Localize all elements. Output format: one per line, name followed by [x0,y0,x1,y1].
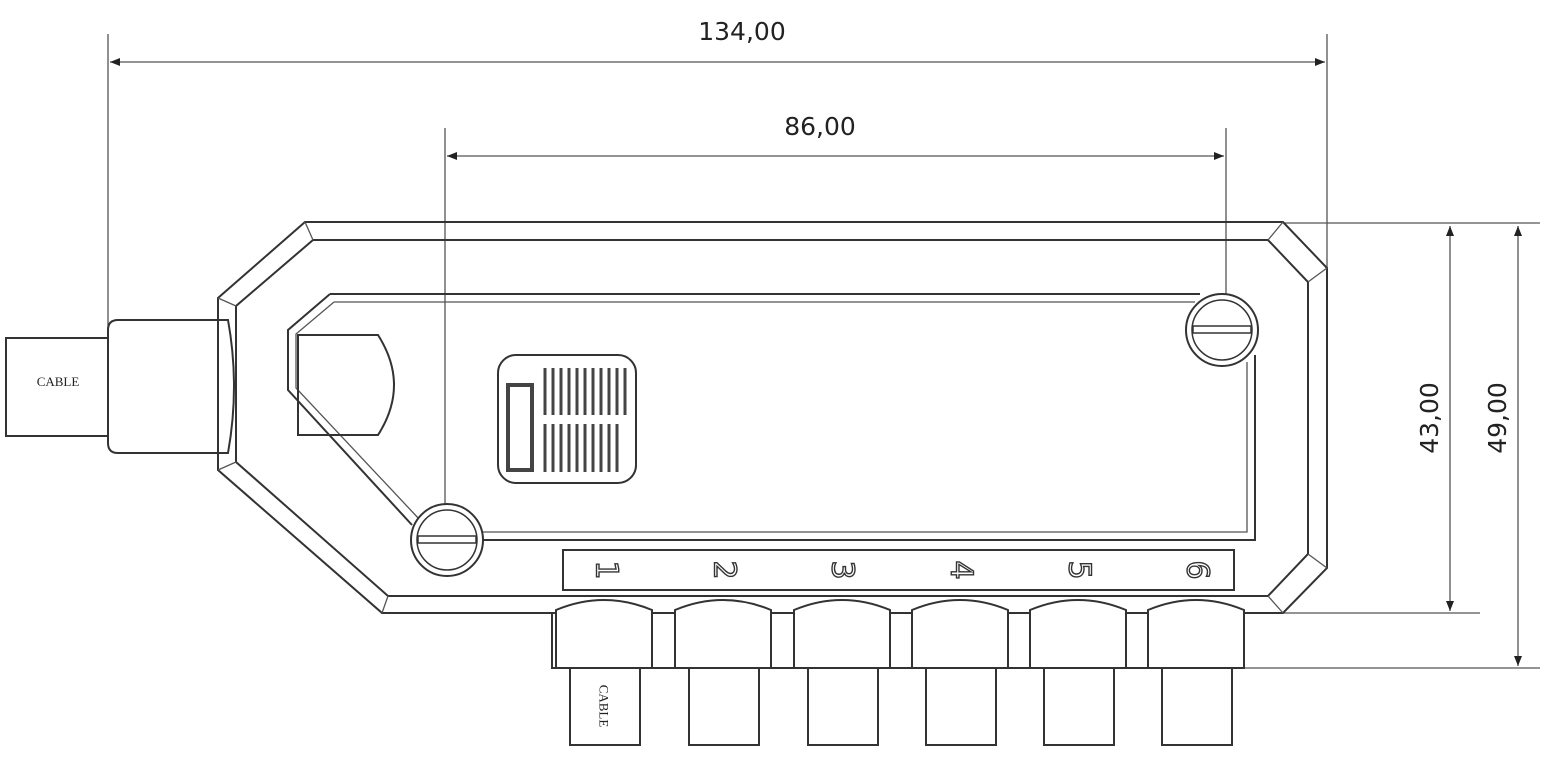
mounting-screw-right [1185,293,1259,367]
output-connectors [551,599,1245,746]
input-cable: CABLE [5,319,235,454]
dimension-body-height: 43,00 [1240,222,1540,669]
output-cable-label: CABLE [597,685,612,728]
output-connector-1 [555,599,653,746]
dimension-label-hole-spacing: 86,00 [784,112,856,141]
output-connector-5 [1029,599,1127,746]
output-connector-6 [1147,599,1245,746]
dimension-hole-spacing: 86,00 [444,112,1227,560]
dimension-overall-length: 134,00 [107,17,1328,330]
port-number-5: 5 [1062,560,1097,579]
enclosure-body [217,221,1328,614]
port-number-2: 2 [707,560,742,579]
output-connector-4 [911,599,1009,746]
mounting-screw-left [410,503,484,577]
port-number-1: 1 [589,560,624,579]
dimension-total-height: 49,00 [1483,226,1522,666]
output-connector-2 [674,599,772,746]
dimension-label-total-height: 49,00 [1483,382,1512,454]
port-number-3: 3 [825,560,860,579]
brand-logo [497,354,637,484]
port-number-4: 4 [944,560,979,579]
dimension-label-body-height: 43,00 [1415,382,1444,454]
input-cable-label: CABLE [37,374,80,389]
port-label-strip: 1 2 3 4 5 6 [562,549,1235,591]
port-number-6: 6 [1180,560,1215,579]
dimension-label-overall-length: 134,00 [698,17,785,46]
output-connector-3 [793,599,891,746]
